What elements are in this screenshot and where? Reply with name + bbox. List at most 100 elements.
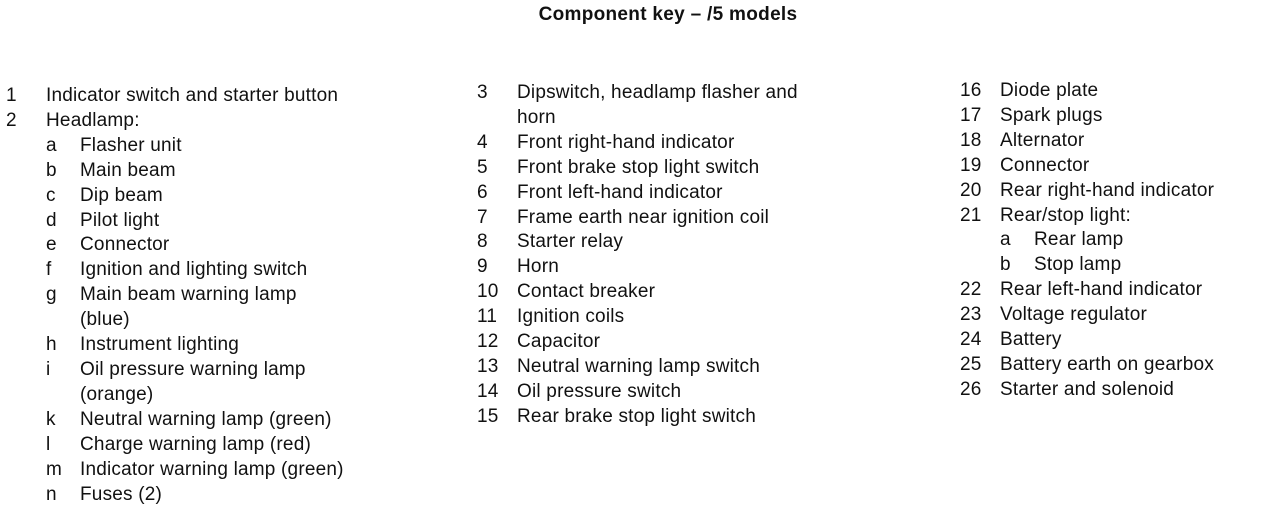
sub-item-text: Indicator warning lamp (green) <box>80 458 344 480</box>
sub-item-text: Dip beam <box>80 184 163 206</box>
item-text: Rear/stop light: <box>1000 204 1131 226</box>
item-text: Battery earth on gearbox <box>1000 353 1214 375</box>
item-number: 18 <box>960 129 982 151</box>
item-text: Voltage regulator <box>1000 304 1148 326</box>
item-text: Rear left-hand indicator <box>1000 279 1203 301</box>
item-text: Front brake stop light switch <box>517 156 760 178</box>
sub-item-letter: b <box>46 159 57 181</box>
sub-item: b Stop lamp <box>960 253 1266 278</box>
list-item: 2 Headlamp: <box>6 109 466 134</box>
sub-item-text: Oil pressure warning lamp <box>80 358 306 380</box>
item-text: Spark plugs <box>1000 104 1103 126</box>
item-number: 15 <box>477 405 499 427</box>
item-number: 17 <box>960 104 982 126</box>
key-column-1: 1 Indicator switch and starter button 2 … <box>6 84 466 507</box>
list-item: 12 Capacitor <box>477 330 947 355</box>
item-text: Alternator <box>1000 129 1085 151</box>
sub-item-text: Pilot light <box>80 209 160 231</box>
sub-item-letter: l <box>46 433 51 455</box>
item-text: Horn <box>517 256 559 278</box>
page-title: Component key – /5 models <box>538 4 798 25</box>
item-number: 23 <box>960 304 982 326</box>
item-text: Ignition coils <box>517 306 625 328</box>
item-text: Dipswitch, headlamp flasher and <box>517 82 798 103</box>
sub-item-text: Connector <box>80 234 170 256</box>
item-number: 19 <box>960 154 982 176</box>
sub-item: n Fuses (2) <box>6 483 466 508</box>
list-item: 18 Alternator <box>960 129 1266 154</box>
sub-item-text: Flasher unit <box>80 134 182 156</box>
sub-item-text: Ignition and lighting switch <box>80 259 308 281</box>
sub-item-text: (orange) <box>80 383 154 405</box>
list-item: 23 Voltage regulator <box>960 303 1266 328</box>
sub-item-text: Rear lamp <box>1034 229 1124 251</box>
sub-item-letter: a <box>1000 229 1011 251</box>
sub-item: m Indicator warning lamp (green) <box>6 458 466 483</box>
list-item-continuation: horn <box>477 106 947 131</box>
sub-item-continuation: (blue) <box>6 308 466 333</box>
sub-item-letter: m <box>46 458 63 480</box>
sub-item-letter: b <box>1000 254 1011 276</box>
item-text: Frame earth near ignition coil <box>517 206 770 228</box>
list-item: 3 Dipswitch, headlamp flasher and <box>477 81 947 106</box>
item-text: Rear right-hand indicator <box>1000 179 1215 201</box>
item-number <box>477 106 517 131</box>
sub-item-letter <box>46 383 80 408</box>
item-number: 6 <box>477 181 488 203</box>
sub-item: f Ignition and lighting switch <box>6 258 466 283</box>
item-text: Battery <box>1000 329 1062 351</box>
list-item: 10 Contact breaker <box>477 280 947 305</box>
list-item: 22 Rear left-hand indicator <box>960 278 1266 303</box>
item-number: 25 <box>960 353 982 375</box>
list-item: 11 Ignition coils <box>477 305 947 330</box>
sub-item-text: Charge warning lamp (red) <box>80 433 311 455</box>
item-text: Capacitor <box>517 331 601 353</box>
sub-item-text: Main beam <box>80 159 176 181</box>
item-number: 2 <box>6 109 17 131</box>
sub-item-text: Stop lamp <box>1034 254 1122 276</box>
sub-item: b Main beam <box>6 159 466 184</box>
sub-item: a Flasher unit <box>6 134 466 159</box>
sub-item-text: Main beam warning lamp <box>80 284 297 306</box>
item-text: Contact breaker <box>517 281 656 303</box>
item-number: 26 <box>960 378 982 400</box>
item-number: 22 <box>960 279 982 301</box>
item-number: 14 <box>477 380 499 402</box>
sub-item-letter: a <box>46 134 57 156</box>
item-number: 8 <box>477 231 488 253</box>
list-item: 17 Spark plugs <box>960 104 1266 129</box>
item-number: 3 <box>477 82 488 103</box>
item-number: 9 <box>477 256 488 278</box>
sub-item: a Rear lamp <box>960 228 1266 253</box>
item-number: 12 <box>477 331 499 353</box>
item-number: 24 <box>960 329 982 351</box>
sub-item-letter: i <box>46 358 51 380</box>
item-number: 10 <box>477 281 499 303</box>
sub-item: l Charge warning lamp (red) <box>6 433 466 458</box>
sub-item-text: (blue) <box>80 309 130 331</box>
sub-item-text: Instrument lighting <box>80 334 240 356</box>
sub-item-text: Fuses (2) <box>80 483 163 505</box>
item-number: 16 <box>960 80 982 101</box>
item-number: 11 <box>477 306 498 328</box>
item-text: Headlamp: <box>46 109 140 131</box>
sub-item-letter: n <box>46 483 57 505</box>
sub-item-letter: f <box>46 259 52 281</box>
